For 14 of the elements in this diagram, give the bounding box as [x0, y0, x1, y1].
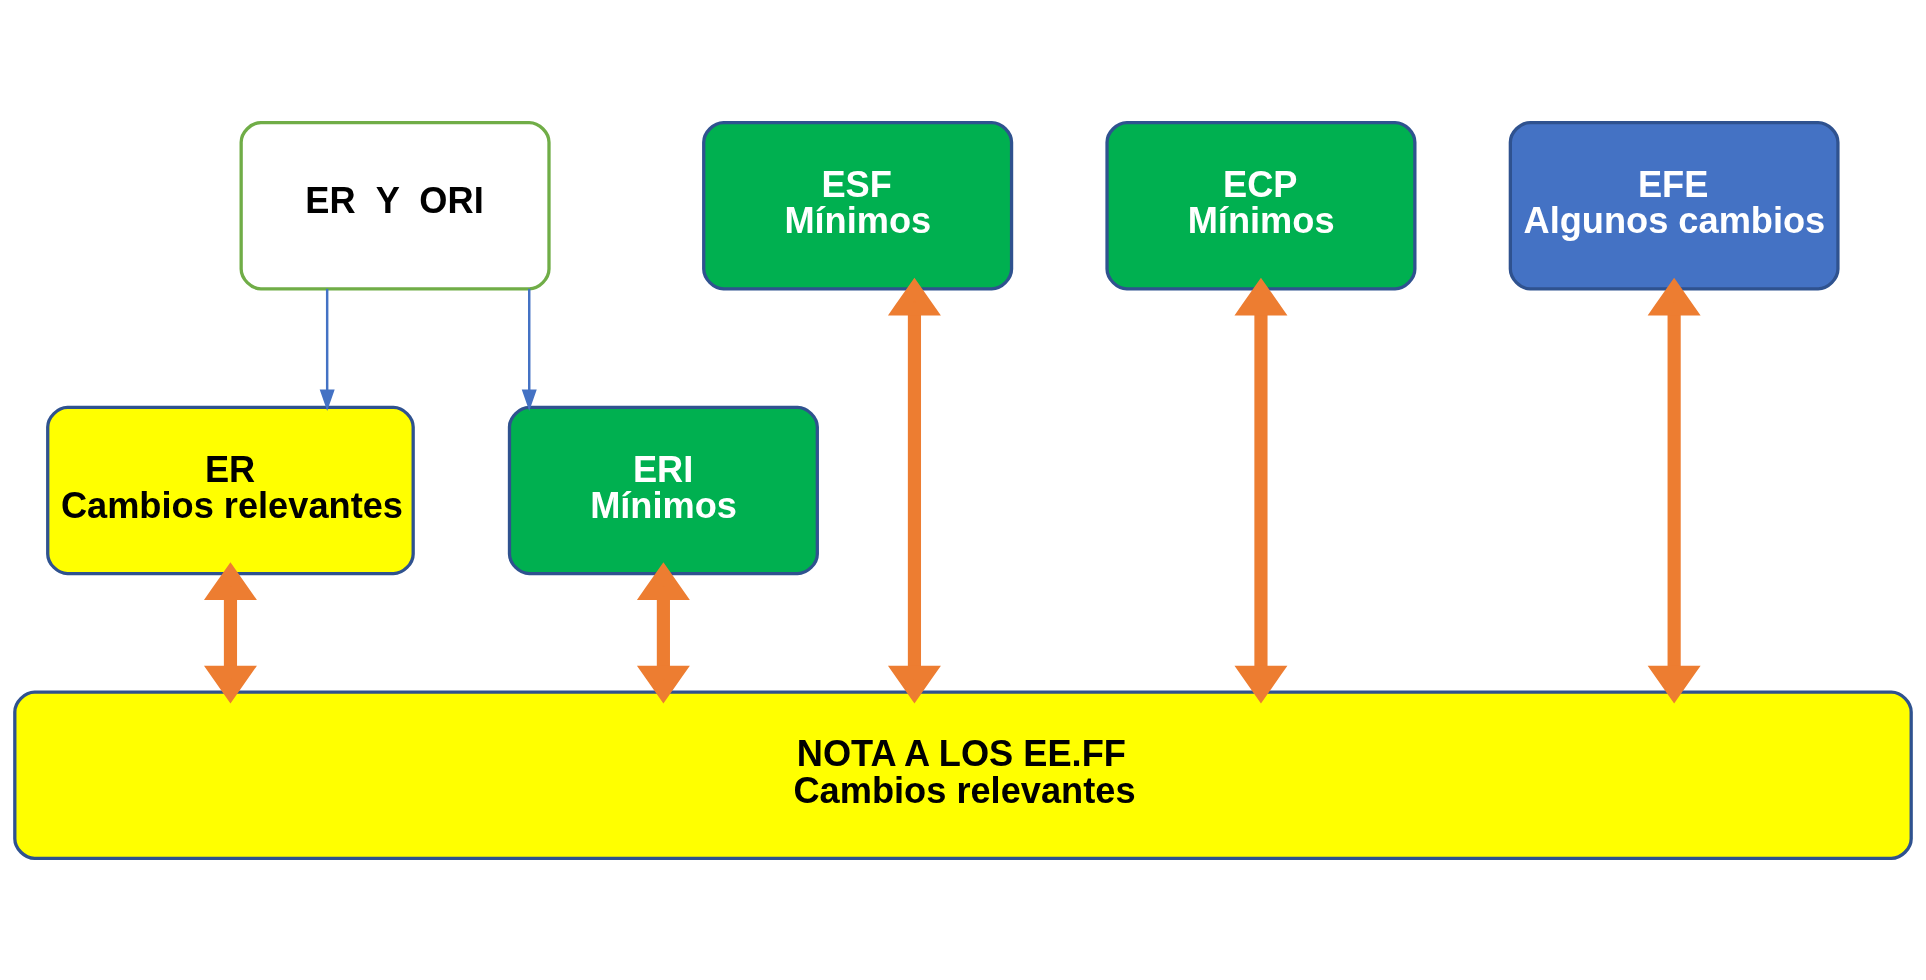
- node-box: ERI Mínimos: [507, 405, 819, 575]
- node-box: NOTA A LOS EE.FF Cambios relevantes: [13, 690, 1913, 860]
- arrow: [887, 277, 941, 704]
- node-box: ER Cambios relevantes: [46, 405, 415, 575]
- arrow: [636, 561, 690, 704]
- arrow: [1647, 277, 1701, 704]
- node-box: ER Y ORI: [239, 120, 551, 290]
- node-box: ESF Mínimos: [702, 120, 1014, 290]
- arrow: [521, 288, 537, 411]
- node-box: EFE Algunos cambios: [1508, 120, 1840, 290]
- node-box: ECP Mínimos: [1105, 120, 1417, 290]
- arrow: [1234, 277, 1288, 704]
- arrow: [319, 288, 335, 411]
- arrow: [203, 561, 257, 704]
